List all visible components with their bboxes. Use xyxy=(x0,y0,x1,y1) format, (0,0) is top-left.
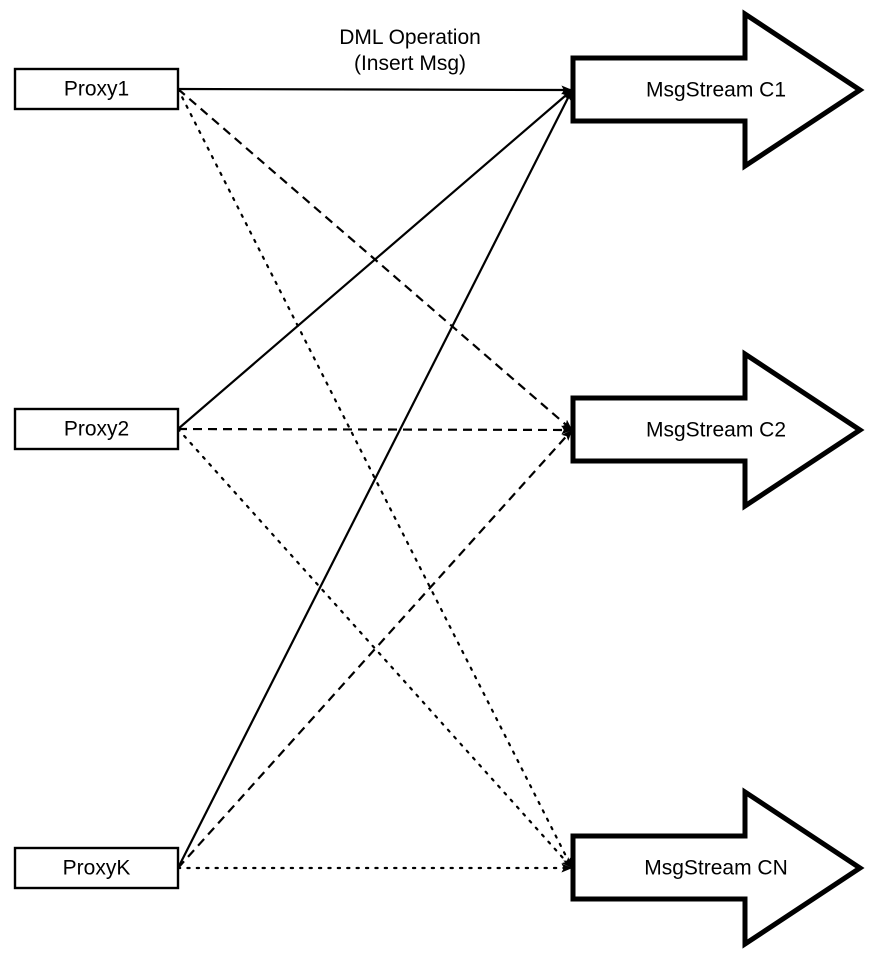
connection-line-dashed[interactable] xyxy=(177,425,573,435)
connection-proxyk-to-stream_c1[interactable] xyxy=(177,89,573,869)
msgstream-label: MsgStream C2 xyxy=(646,419,786,442)
msgstream-label: MsgStream CN xyxy=(644,857,788,880)
msgstream-arrow-shape[interactable] xyxy=(570,349,865,511)
dml-operation-label-line1: DML Operation xyxy=(339,26,481,49)
proxy-node-proxyk[interactable]: ProxyK xyxy=(13,846,180,890)
proxy-node-proxy1[interactable]: Proxy1 xyxy=(13,67,180,111)
connection-proxy2-to-stream_cn[interactable] xyxy=(176,427,574,870)
connection-line-solid[interactable] xyxy=(177,89,573,869)
msgstream-node-stream_c2[interactable]: MsgStream C2 xyxy=(570,349,865,511)
proxy-label: Proxy2 xyxy=(64,418,129,441)
connection-proxy2-to-stream_c2[interactable] xyxy=(177,425,573,435)
msgstream-arrow-shape[interactable] xyxy=(570,787,865,949)
proxy-box-rect[interactable] xyxy=(13,67,180,111)
proxy-box-rect[interactable] xyxy=(13,407,180,451)
dml-operation-label-line2: (Insert Msg) xyxy=(354,52,466,75)
proxy-box-rect[interactable] xyxy=(13,846,180,890)
connection-proxy1-to-stream_c1[interactable] xyxy=(177,85,573,95)
msgstream-label: MsgStream C1 xyxy=(646,79,786,102)
msgstream-node-stream_cn[interactable]: MsgStream CN xyxy=(570,787,865,949)
connection-line-solid[interactable] xyxy=(177,85,573,95)
edge-label-group: DML Operation (Insert Msg) xyxy=(339,26,481,75)
connection-lines-group xyxy=(176,85,574,873)
proxy-node-proxy2[interactable]: Proxy2 xyxy=(13,407,180,451)
connection-line-solid[interactable] xyxy=(177,89,573,430)
connection-proxyk-to-stream_c2[interactable] xyxy=(177,429,573,869)
msgstream-nodes-group: MsgStream C1 MsgStream C2 MsgStream CN xyxy=(570,9,865,949)
msgstream-arrow-shape[interactable] xyxy=(570,9,865,171)
connection-proxy2-to-stream_c1[interactable] xyxy=(177,89,573,430)
msgstream-node-stream_c1[interactable]: MsgStream C1 xyxy=(570,9,865,171)
proxy-label: Proxy1 xyxy=(64,78,129,101)
proxy-label: ProxyK xyxy=(63,857,131,880)
connection-line-dashed[interactable] xyxy=(177,429,573,869)
connection-line-dotted[interactable] xyxy=(176,427,574,870)
